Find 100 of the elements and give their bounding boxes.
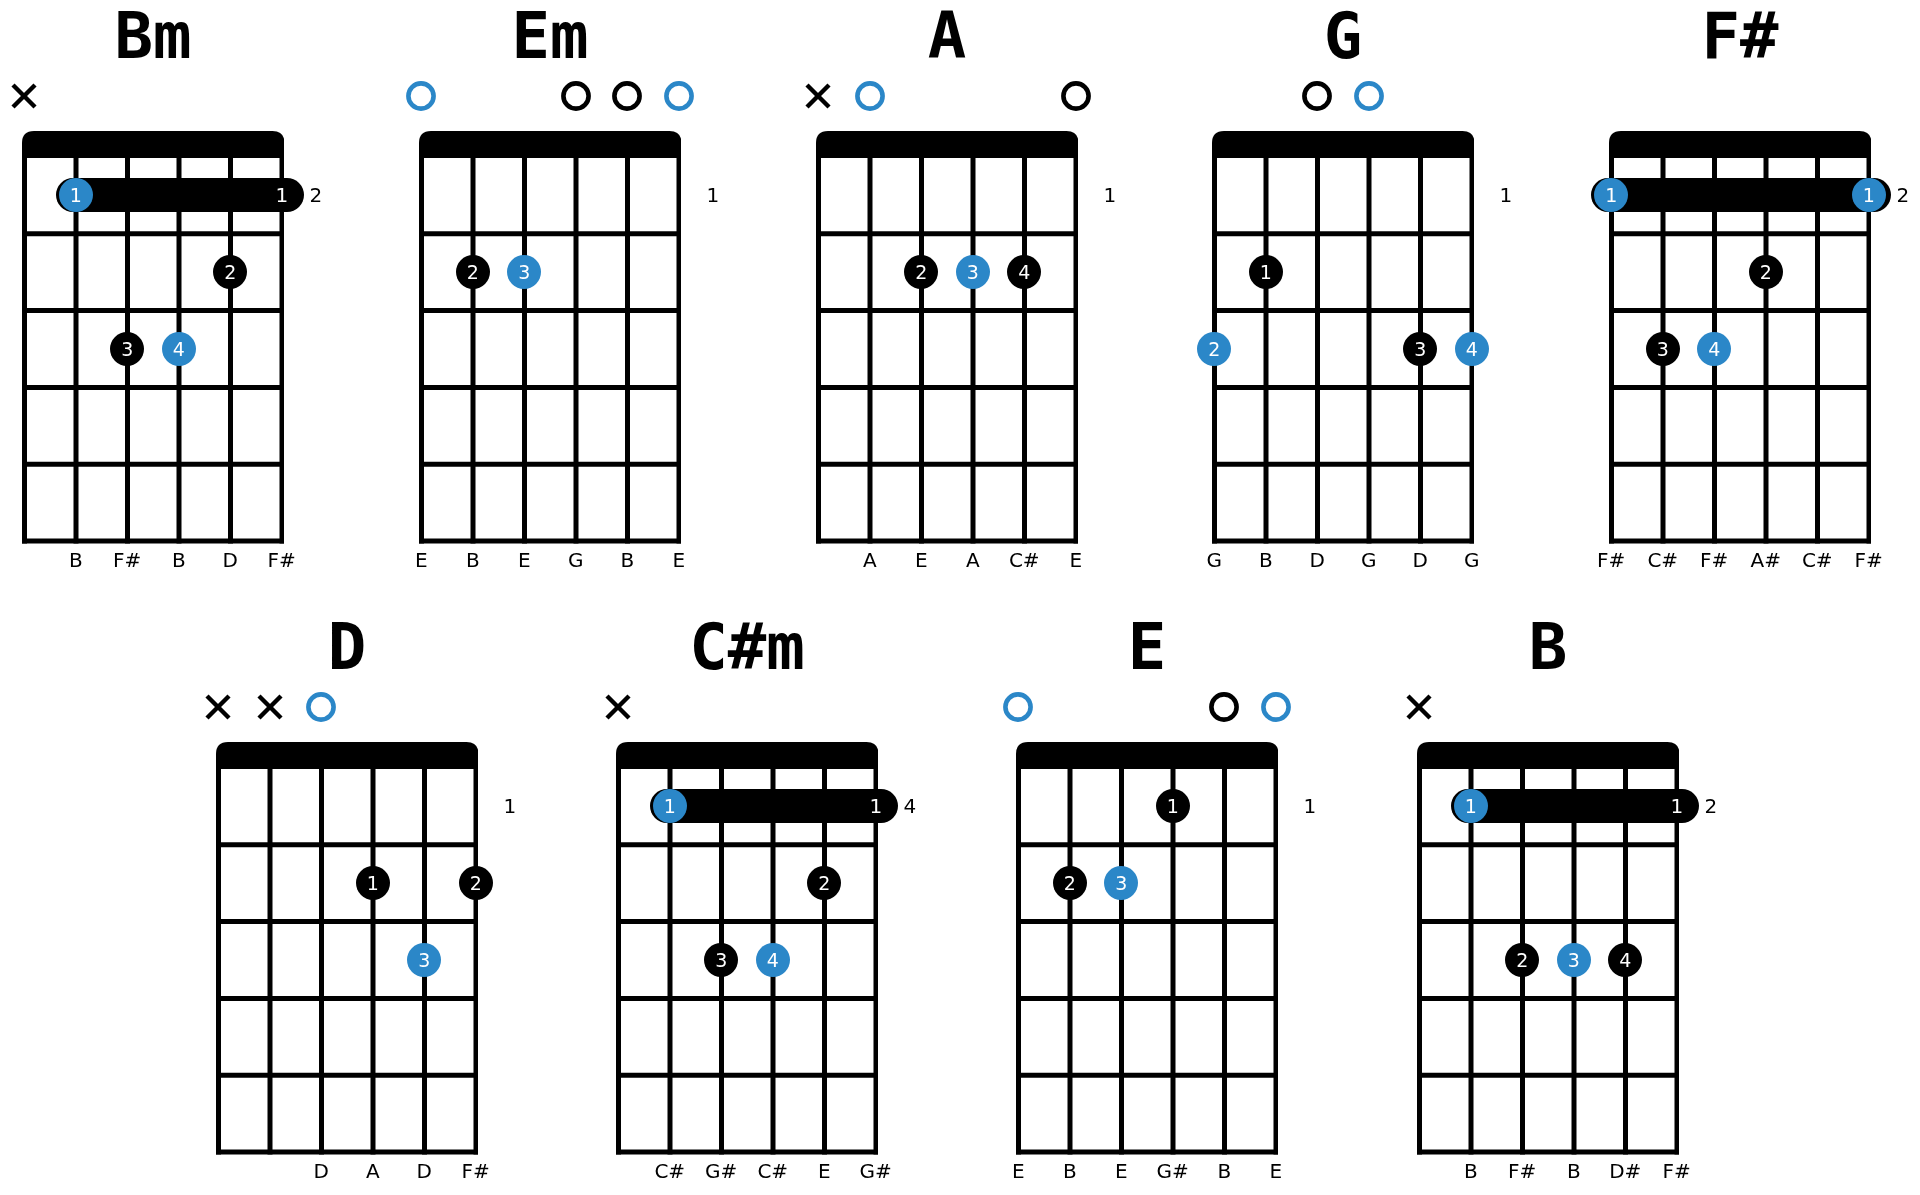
note-name: G (1464, 550, 1480, 570)
note-name: D (1412, 550, 1428, 570)
cross-mark-icon (605, 694, 632, 720)
note-name: A# (1750, 550, 1781, 570)
note-name: F# (113, 550, 142, 570)
chord-name: D (327, 615, 367, 679)
note-name: E (1114, 1161, 1128, 1181)
chord-name: B (1528, 615, 1568, 679)
note-name: B (1217, 1161, 1232, 1181)
note-name: F# (1508, 1161, 1537, 1181)
finger-dot: 3 (110, 332, 145, 366)
note-name: B (171, 550, 186, 570)
note-name: G# (705, 1161, 738, 1181)
finger-number: 1 (275, 185, 289, 206)
note-name: G (1361, 550, 1377, 570)
note-name: A (965, 550, 980, 570)
finger-dot: 4 (1007, 255, 1042, 290)
ring-icon (1260, 692, 1291, 722)
note-name: E (1269, 1161, 1283, 1181)
note-name: C# (654, 1161, 686, 1181)
finger-dot: 4 (161, 332, 196, 366)
note-name: G (1206, 550, 1222, 570)
fret-number: 2 (309, 185, 323, 206)
fret-number: 4 (903, 796, 917, 817)
finger-dot: 3 (507, 255, 542, 290)
finger-dot: 1 (652, 789, 687, 824)
note-name: E (414, 550, 428, 570)
note-name: G# (859, 1161, 892, 1181)
fret-number: 1 (1103, 185, 1117, 206)
chord-name: C#m (689, 615, 805, 679)
finger-dot: 1 (1594, 178, 1629, 213)
note-name: D (1309, 550, 1325, 570)
note-name: A (365, 1161, 380, 1181)
barre-band (1591, 178, 1891, 213)
chord-name: A (927, 4, 967, 68)
finger-dot: 1 (355, 866, 390, 901)
ring-icon (406, 81, 437, 111)
cross-mark-icon (205, 694, 232, 720)
finger-dot: 2 (213, 255, 248, 290)
finger-dot: 2 (458, 866, 493, 901)
note-name: A (862, 550, 877, 570)
note-name: D (313, 1161, 329, 1181)
chord-name: E (1127, 615, 1167, 679)
note-name: C# (757, 1161, 789, 1181)
finger-dot: 4 (1608, 943, 1643, 977)
finger-number: 1 (1670, 796, 1684, 817)
finger-dot: 1 (1248, 255, 1283, 290)
note-name: B (68, 550, 83, 570)
note-name: B (465, 550, 480, 570)
note-name: B (1258, 550, 1273, 570)
note-name: F# (1597, 550, 1626, 570)
fret-number: 2 (1704, 796, 1718, 817)
note-name: E (817, 1161, 831, 1181)
finger-dot: 3 (1104, 866, 1139, 901)
fret-number: 1 (1303, 796, 1317, 817)
finger-dot: 3 (1556, 943, 1591, 977)
note-name: G# (1156, 1161, 1189, 1181)
finger-dot: 3 (1403, 332, 1438, 366)
finger-dot: 1 (1453, 789, 1488, 824)
note-name: F# (1700, 550, 1729, 570)
chord-name: Bm (114, 4, 192, 68)
note-name: D# (1609, 1161, 1642, 1181)
note-name: E (672, 550, 686, 570)
finger-dot: 3 (1645, 332, 1680, 366)
finger-dot: 2 (1197, 332, 1232, 366)
note-name: F# (461, 1161, 490, 1181)
barre-band (55, 178, 304, 213)
fret-number: 2 (1896, 185, 1910, 206)
note-name: F# (267, 550, 296, 570)
note-name: B (1566, 1161, 1581, 1181)
ring-icon (1302, 81, 1333, 111)
note-name: F# (1662, 1161, 1691, 1181)
barre-band (649, 789, 898, 824)
ring-icon (612, 81, 643, 111)
note-name: E (517, 550, 531, 570)
finger-dot: 2 (1505, 943, 1540, 977)
note-name: G (568, 550, 584, 570)
note-name: D (222, 550, 238, 570)
ring-icon (1060, 81, 1091, 111)
ring-icon (1209, 692, 1240, 722)
note-name: B (1062, 1161, 1077, 1181)
ring-icon (1353, 81, 1384, 111)
finger-dot: 4 (1454, 332, 1489, 366)
finger-dot: 2 (1748, 255, 1783, 290)
note-name: C# (1647, 550, 1679, 570)
finger-dot: 1 (1851, 178, 1886, 213)
ring-icon (663, 81, 694, 111)
finger-dot: 2 (1052, 866, 1087, 901)
ring-icon (306, 692, 337, 722)
note-name: C# (1008, 550, 1040, 570)
finger-dot: 4 (1697, 332, 1732, 366)
finger-dot: 4 (755, 943, 790, 977)
finger-dot: 2 (807, 866, 842, 901)
cross-mark-icon (1406, 694, 1433, 720)
cross-mark-icon (11, 83, 38, 109)
cross-mark-icon (805, 83, 832, 109)
finger-dot: 1 (58, 178, 93, 213)
note-name: C# (1801, 550, 1833, 570)
ring-icon (560, 81, 591, 111)
note-name: D (416, 1161, 432, 1181)
